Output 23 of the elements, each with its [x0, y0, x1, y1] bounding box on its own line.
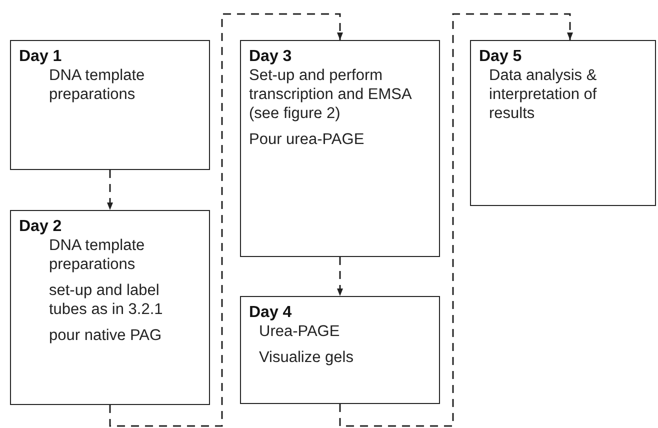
day-heading: Day 4	[249, 303, 293, 322]
dashed-arrow	[109, 13, 343, 427]
dashed-arrow	[107, 170, 113, 210]
dashed-arrow	[339, 13, 573, 427]
day-box	[470, 40, 656, 206]
task-text: DNA template preparations	[49, 236, 146, 274]
day-box	[240, 40, 440, 257]
day-heading: Day 3	[249, 47, 293, 66]
day-heading: Day 1	[19, 47, 63, 66]
task-text: Pour urea-PAGE	[249, 130, 366, 149]
task-text: set-up and label tubes as in 3.2.1	[49, 281, 164, 319]
dashed-arrow	[337, 257, 343, 296]
day-box	[10, 210, 210, 405]
task-text: Visualize gels	[259, 348, 354, 367]
task-text: DNA template preparations	[49, 66, 146, 104]
task-text: Set-up and perform transcription and EMSA (see figure 2)	[249, 66, 413, 123]
day-box	[240, 296, 440, 404]
day-heading: Day 2	[19, 217, 63, 236]
task-text: Urea-PAGE	[259, 322, 341, 341]
day-heading: Day 5	[479, 47, 523, 66]
day-box	[10, 40, 210, 170]
task-text: pour native PAG	[49, 326, 163, 345]
task-text: Data analysis & interpretation of results	[489, 66, 598, 123]
